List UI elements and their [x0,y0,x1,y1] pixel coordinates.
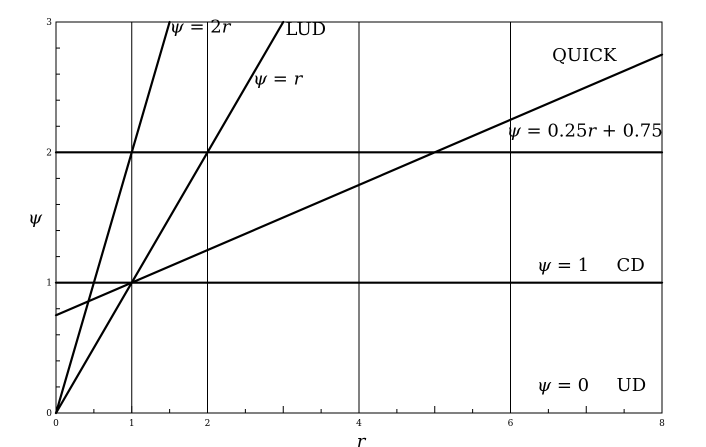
annotation-a-r: ψ = r [253,69,304,90]
grid-lines [131,22,511,413]
annotation-part: ψ [507,121,522,142]
x-tick-label: 4 [356,419,362,429]
annotation-part: = 0 [551,375,589,396]
annotation-a-cd-name: CD [617,255,645,276]
annotation-part: + 0.75 [596,121,663,142]
annotation-part: r [222,16,232,37]
x-tick-label: 2 [205,419,211,429]
minor-ticks [56,47,625,413]
annotation-part: = [267,69,294,90]
annotation-part: ψ [253,69,268,90]
annotation-part: = 2 [184,16,222,37]
x-tick-label: 0 [53,419,59,429]
annotation-part: r [587,121,597,142]
annotation-part: ψ [170,16,185,37]
annotation-part: ψ [537,255,552,276]
annotation-part: = 1 [551,255,589,276]
y-tick-label: 2 [46,148,52,158]
annotation-part: r [294,69,304,90]
x-tick-label: 8 [659,419,665,429]
series-line [54,20,285,415]
annotation-part: ψ [537,375,552,396]
tick-labels: 0 1 2 4 6 8 0 1 2 3 [46,18,665,429]
annotation-a-2r: ψ = 2r [170,16,232,37]
y-tick-label: 3 [46,18,52,28]
y-tick-label: 1 [46,279,52,289]
annotation-a-quick: ψ = 0.25r + 0.75 [507,121,663,142]
annotation-a-ud-name: UD [617,375,647,396]
y-axis-label: ψ [28,208,43,229]
annotation-a-lud: LUD [286,19,327,40]
x-axis-label: r [357,431,367,447]
annotation-a-cd: ψ = 1 [537,255,589,276]
series-line [54,20,171,415]
y-tick-label: 0 [46,409,52,419]
series-line [54,53,664,317]
x-tick-label: 1 [129,419,135,429]
annotation-a-ud: ψ = 0 [537,375,589,396]
x-tick-label: 6 [508,419,514,429]
series-lines [54,20,664,415]
annotation-part: = 0.25 [521,121,588,142]
annotation-a-quick-name: QUICK [552,45,617,66]
